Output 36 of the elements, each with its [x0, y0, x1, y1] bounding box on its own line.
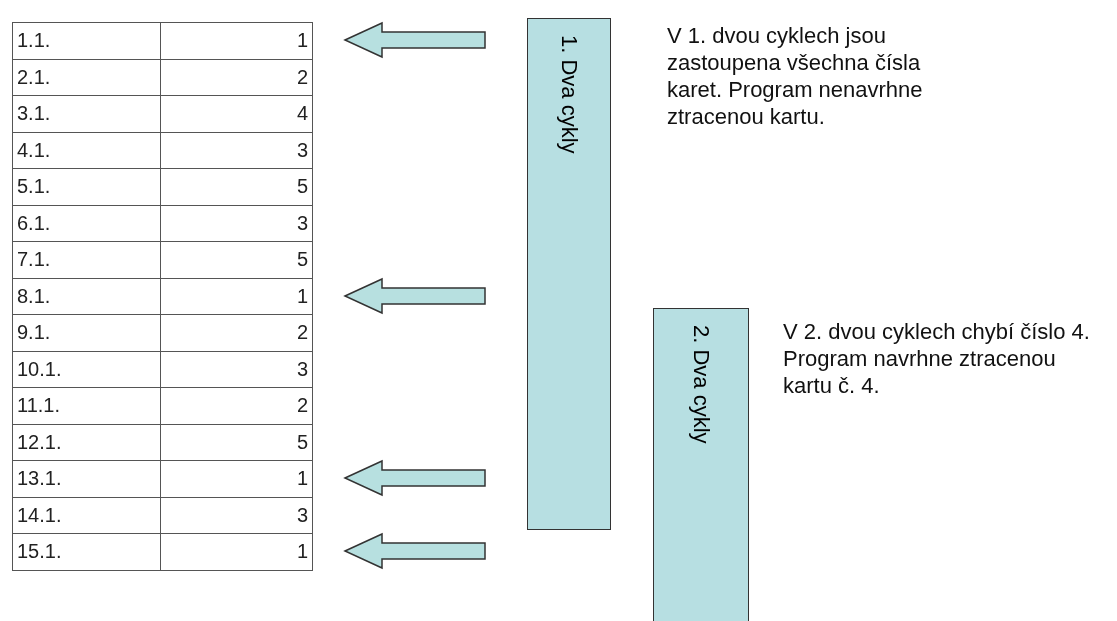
cycle-title: 2. Dva cykly — [688, 325, 714, 444]
date-text: 11.1. — [12, 387, 161, 424]
card-number-text: 1 — [160, 460, 313, 497]
date-text: 7.1. — [12, 241, 161, 278]
card-number-text: 2 — [160, 387, 313, 424]
note-text: V 2. dvou cyklech chybí číslo 4. Program navrhne ztracenou kartu č. 4. — [783, 318, 1091, 399]
date-text: 15.1. — [12, 533, 161, 570]
card-number-text: 3 — [160, 351, 313, 388]
cycle-bar — [653, 308, 749, 621]
card-number-text: 1 — [160, 533, 313, 570]
card-number-text: 3 — [160, 132, 313, 169]
date-text: 2.1. — [12, 59, 161, 96]
cycle-title: 1. Dva cykly — [556, 35, 582, 154]
date-text: 3.1. — [12, 95, 161, 132]
card-number-text: 4 — [160, 95, 313, 132]
date-text: 5.1. — [12, 168, 161, 205]
cycle-bar — [527, 18, 611, 530]
card-number-text: 5 — [160, 168, 313, 205]
card-number-text: 2 — [160, 314, 313, 351]
card-number-text: 1 — [160, 278, 313, 315]
card-number-text: 2 — [160, 59, 313, 96]
date-text: 6.1. — [12, 205, 161, 242]
date-text: 14.1. — [12, 497, 161, 534]
date-text: 10.1. — [12, 351, 161, 388]
date-text: 9.1. — [12, 314, 161, 351]
date-text: 8.1. — [12, 278, 161, 315]
note-text: V 1. dvou cyklech jsou zastoupena všechna čísla karet. Program nenavrhne ztracenou kartu. — [667, 22, 924, 130]
date-text: 12.1. — [12, 424, 161, 461]
card-number-text: 1 — [160, 22, 313, 59]
card-number-text: 5 — [160, 424, 313, 461]
card-number-text: 3 — [160, 205, 313, 242]
date-text: 1.1. — [12, 22, 161, 59]
date-text: 13.1. — [12, 460, 161, 497]
date-text: 4.1. — [12, 132, 161, 169]
card-number-text: 3 — [160, 497, 313, 534]
card-number-text: 5 — [160, 241, 313, 278]
